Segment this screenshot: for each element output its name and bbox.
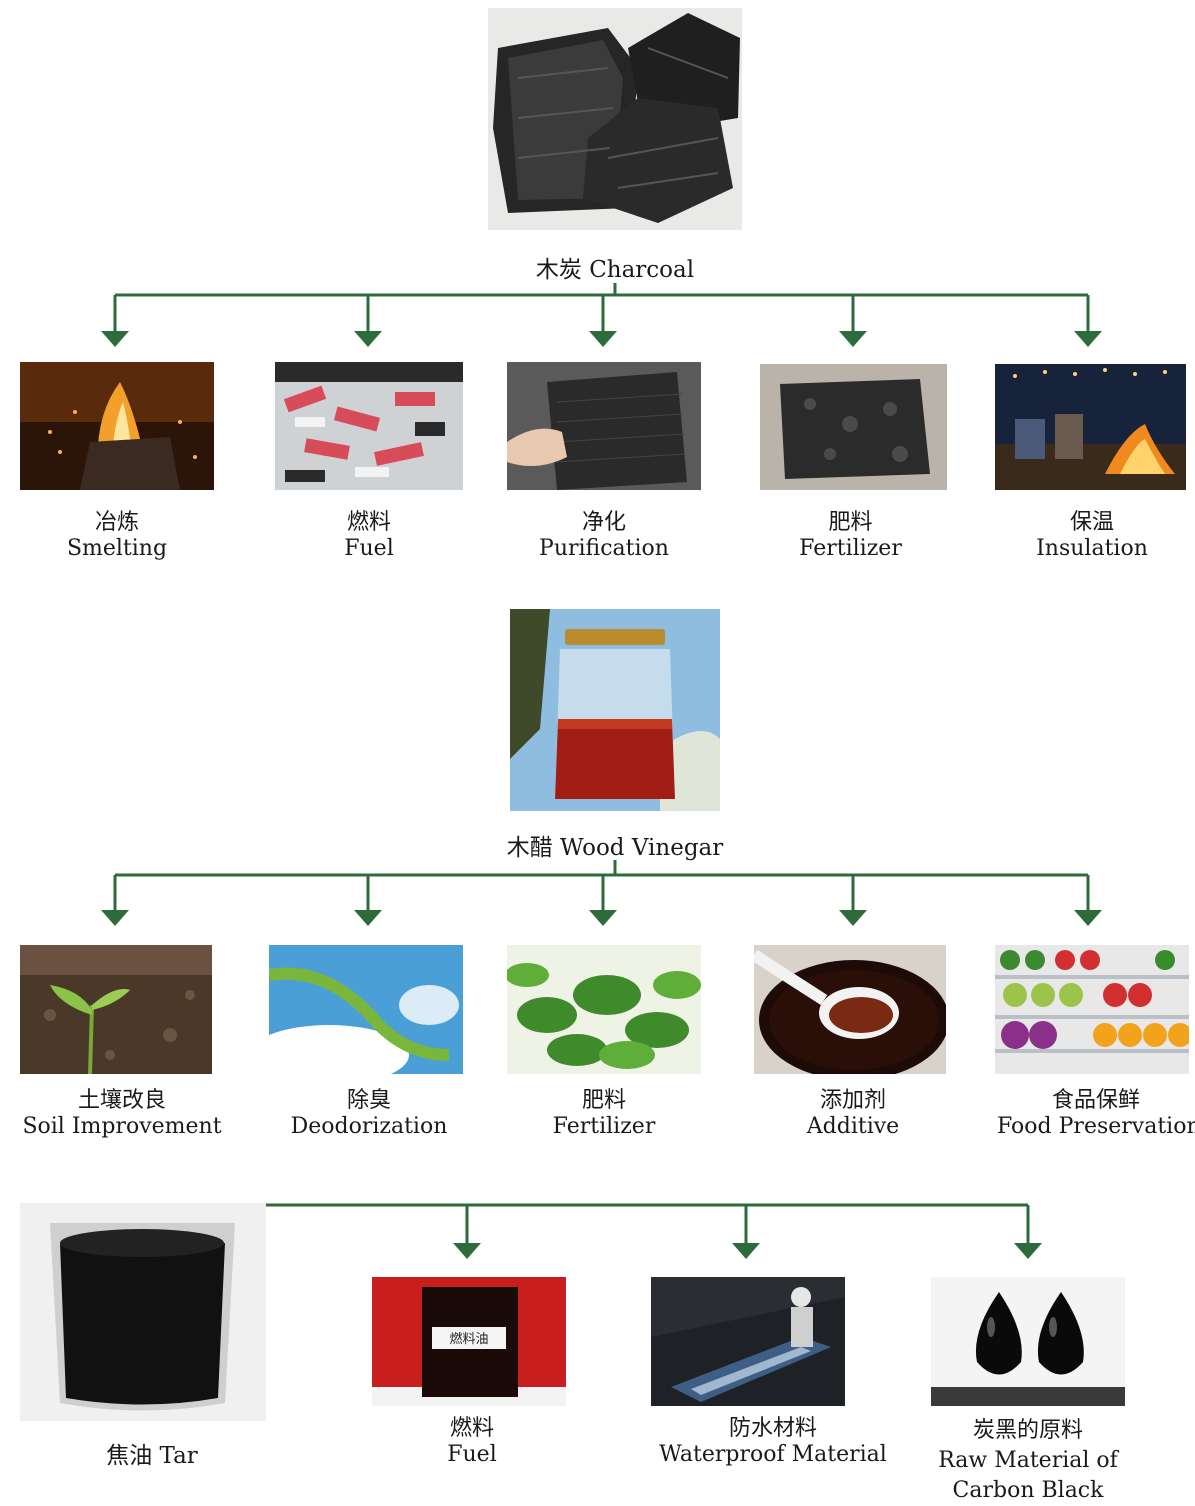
charcoal-label: 木炭 Charcoal bbox=[535, 257, 695, 283]
produce-shelf-photo bbox=[995, 945, 1189, 1074]
wood-vinegar-label: 木醋 Wood Vinegar bbox=[506, 835, 724, 861]
vinegar-arrowhead-0 bbox=[101, 910, 129, 926]
charcoal-arrowhead-1 bbox=[354, 331, 382, 347]
carbon-filter-photo bbox=[507, 362, 701, 490]
tar-photo bbox=[20, 1203, 266, 1421]
fresh-air-photo bbox=[269, 945, 463, 1074]
tar-arrowhead-0 bbox=[453, 1243, 481, 1259]
leaves-photo bbox=[507, 945, 701, 1074]
wood-vinegar-photo bbox=[510, 609, 720, 811]
fuel-oil-bottle-photo: 燃料油 bbox=[372, 1277, 566, 1406]
charcoal-arrowhead-2 bbox=[589, 331, 617, 347]
charcoal-arrowhead-4 bbox=[1074, 331, 1102, 347]
vinegar-arrowhead-1 bbox=[354, 910, 382, 926]
smelting-photo bbox=[20, 362, 214, 490]
charcoal-photo bbox=[488, 8, 742, 230]
charcoal-arrowhead-3 bbox=[839, 331, 867, 347]
tar-arrowhead-1 bbox=[732, 1243, 760, 1259]
vinegar-arrowhead-4 bbox=[1074, 910, 1102, 926]
vinegar-arrowhead-2 bbox=[589, 910, 617, 926]
tar-arrowhead-2 bbox=[1014, 1243, 1042, 1259]
roof-waterproofing-photo bbox=[651, 1277, 845, 1406]
tar-label: 焦油 Tar bbox=[106, 1443, 198, 1469]
seedling-photo bbox=[20, 945, 212, 1074]
campfire-photo bbox=[995, 364, 1186, 490]
vinegar-arrowhead-3 bbox=[839, 910, 867, 926]
carbon-black-photo bbox=[931, 1277, 1125, 1406]
charcoal-soil-photo bbox=[760, 364, 947, 490]
bbq-charcoal-photo bbox=[275, 362, 463, 490]
spoon-liquid-photo bbox=[754, 945, 946, 1074]
bottle-label-text: 燃料油 bbox=[449, 1331, 488, 1347]
charcoal-arrowhead-0 bbox=[101, 331, 129, 347]
